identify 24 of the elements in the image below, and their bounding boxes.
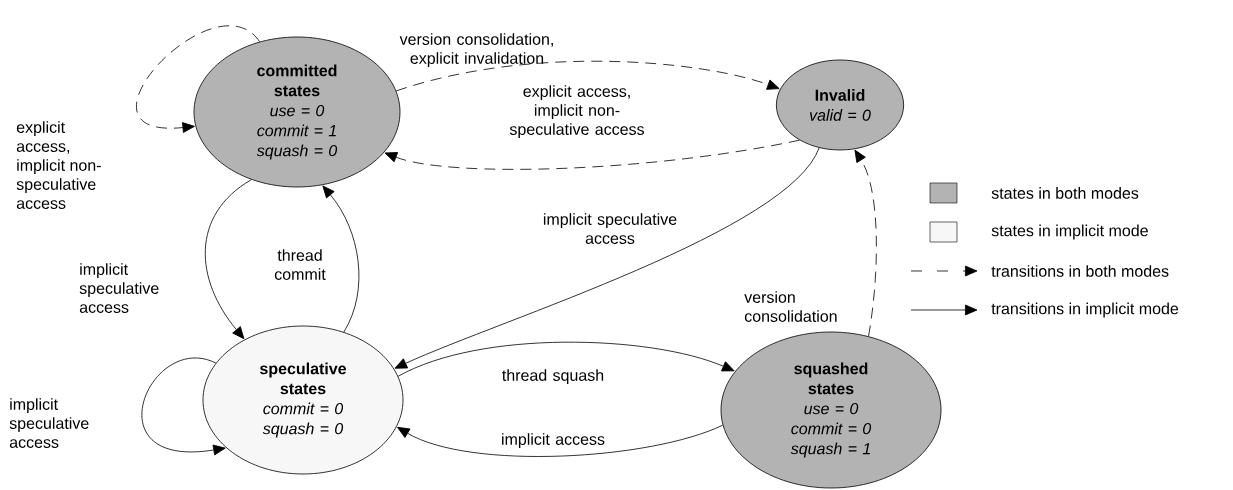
legend-text: transitions in implicit mode: [991, 302, 1179, 318]
arrow: [384, 139, 800, 170]
legend-text: transitions in both modes: [991, 265, 1169, 277]
arrow: [397, 341, 735, 377]
legend-text: states in both modes: [991, 187, 1139, 199]
edge-label: thread squash: [502, 369, 604, 385]
edge-label: explicit access, implicit non-speculative access: [509, 85, 644, 139]
arrow: [204, 179, 252, 340]
legend-text: states in implicit mode: [991, 224, 1148, 240]
arrow: [394, 147, 820, 369]
arrow: [854, 149, 877, 337]
arrow: [136, 25, 261, 133]
arrow: [397, 424, 724, 457]
edge-label: implicit speculative access: [543, 213, 677, 244]
arrow: [141, 357, 226, 456]
arrow: [322, 185, 360, 333]
edge-label: implicit access: [502, 433, 605, 449]
edge-label: thread commit: [274, 249, 326, 280]
edge-label: implicit speculative access: [79, 263, 159, 313]
arrow: [395, 60, 780, 92]
edge-label: explicit access, implicit non-speculative access: [16, 121, 101, 209]
edge-label: version consolidation: [744, 291, 837, 322]
edge-label: implicit speculative access: [9, 398, 89, 448]
edge-label: version consolidation, explicit invalidation: [399, 33, 553, 68]
